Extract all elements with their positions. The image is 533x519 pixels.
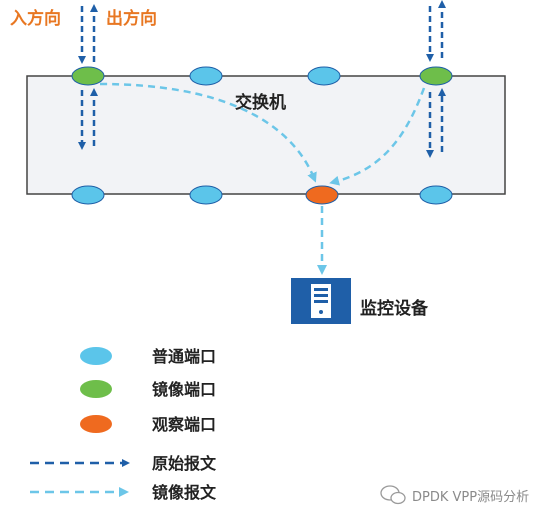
legend: 普通端口 镜像端口 观察端口 原始报文 镜像报文 [30, 347, 217, 502]
normal-port-bottom-3 [419, 185, 453, 205]
watermark: DPDK VPP源码分析 [380, 485, 529, 505]
normal-port-top-2 [307, 66, 341, 86]
normal-port-top-1 [189, 66, 223, 86]
mirror-port-top-right [419, 66, 453, 86]
switch-label: 交换机 [235, 92, 286, 113]
switch-box [26, 75, 506, 195]
normal-port-bottom-1 [71, 185, 105, 205]
mirror-packet-arrow-left-curve [99, 82, 317, 183]
mirror-port-top-left [71, 66, 105, 86]
legend-mirror-port-label: 镜像端口 [152, 380, 216, 399]
wechat-icon [380, 485, 406, 505]
legend-normal-port-label: 普通端口 [152, 347, 216, 366]
legend-original-packet-label: 原始报文 [152, 454, 217, 473]
legend-observe-port-label: 观察端口 [152, 415, 216, 434]
legend-observe-port-swatch [80, 415, 112, 433]
mirror-packet-arrow-right-curve [329, 87, 426, 186]
direction-label-in: 入方向 [10, 8, 61, 29]
legend-mirror-packet-label: 镜像报文 [152, 483, 217, 502]
legend-mirror-port-swatch [80, 380, 112, 398]
watermark-text: DPDK VPP源码分析 [412, 490, 529, 505]
legend-normal-port-swatch [80, 347, 112, 365]
monitor-label: 监控设备 [360, 298, 429, 319]
direction-label-out: 出方向 [106, 8, 157, 29]
normal-port-bottom-2 [189, 185, 223, 205]
observe-port [305, 185, 339, 205]
server-icon [291, 278, 351, 324]
